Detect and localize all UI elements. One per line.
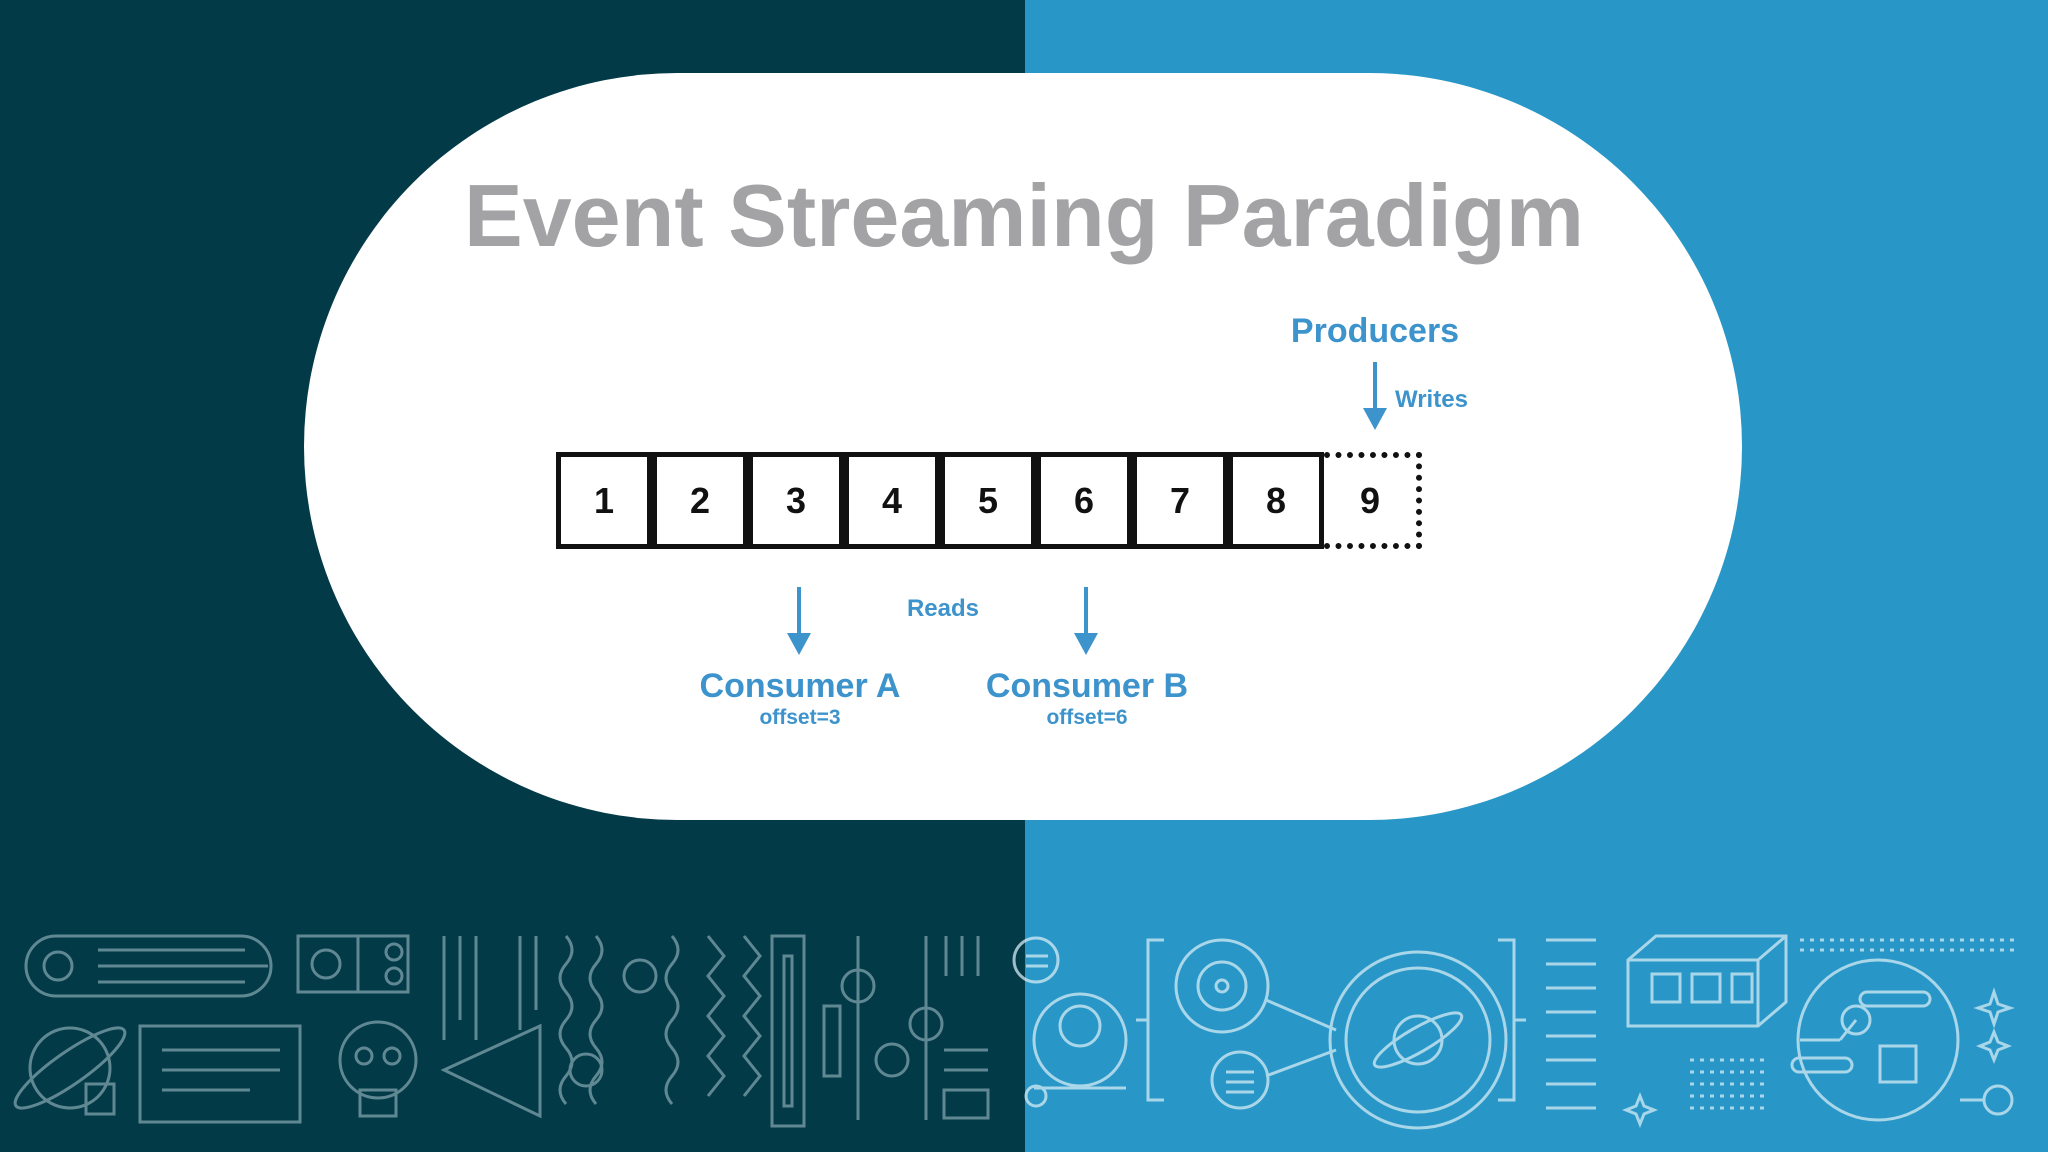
planet-icon: [13, 1026, 127, 1116]
network-icon: [1136, 938, 1526, 1130]
consumer-a-arrow-icon: [787, 587, 811, 655]
consumer-b-offset: offset=6: [1046, 706, 1128, 729]
panel-icon: [138, 1024, 302, 1124]
log-cell: 2: [652, 452, 748, 549]
log-cell: 3: [748, 452, 844, 549]
writes-label: Writes: [1395, 386, 1468, 413]
sparkle-icon: [1621, 987, 2015, 1129]
slider-icon: [770, 934, 990, 1128]
dots-grid-icon: [1690, 938, 2020, 1110]
slide-title: Event Streaming Paradigm: [464, 166, 1584, 265]
crystal-box-icon: [1626, 934, 1788, 1028]
sun-icon: [296, 934, 410, 994]
consumer-a-offset: offset=3: [759, 706, 841, 729]
right-decor-group: [1012, 934, 2020, 1130]
log-cell: 8: [1228, 452, 1324, 549]
wave-lines-icon: [558, 935, 762, 1105]
triangle-lines-icon: [440, 936, 542, 1119]
list-lines-icon: [1546, 938, 1596, 1110]
consumer-b-name: Consumer B: [985, 667, 1189, 705]
circuit-planet-icon: [1790, 958, 2014, 1122]
reads-label: Reads: [906, 595, 980, 622]
log-cell: 6: [1036, 452, 1132, 549]
pending-log-cell: 9: [1324, 452, 1422, 549]
log-cell: 1: [556, 452, 652, 549]
log-cell: 5: [940, 452, 1036, 549]
log-cell: 7: [1132, 452, 1228, 549]
left-decor-group: [13, 934, 990, 1128]
consumer-b-arrow-icon: [1074, 587, 1098, 655]
log-cell: 4: [844, 452, 940, 549]
orbit-icon: [24, 934, 273, 998]
producers-label: Producers: [1290, 312, 1460, 350]
astronaut-icon: [1012, 936, 1128, 1108]
decorative-illustration-strip: [13, 934, 2020, 1130]
consumer-a-name: Consumer A: [699, 667, 901, 705]
diagram-card: [304, 73, 1742, 820]
writes-arrow-icon: [1363, 362, 1387, 430]
skull-icon: [338, 1020, 418, 1118]
